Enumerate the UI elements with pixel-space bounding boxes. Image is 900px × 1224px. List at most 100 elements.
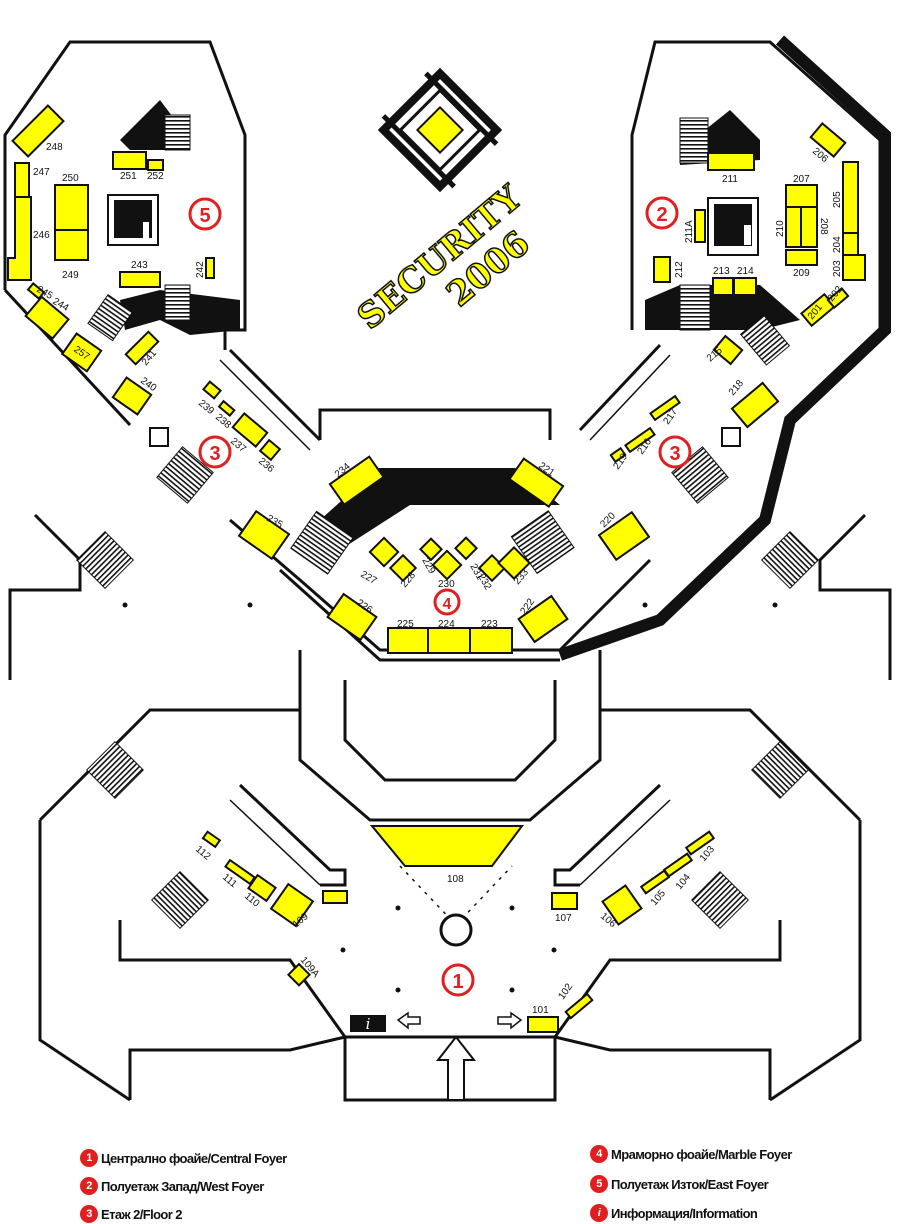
booth-227[interactable]: 227 <box>359 536 400 587</box>
legend-label: Етаж 2/Floor 2 <box>101 1206 182 1222</box>
booth-208[interactable]: 208 <box>800 206 829 248</box>
zone-marker-4: 4 <box>433 588 461 616</box>
svg-text:205: 205 <box>832 191 843 208</box>
booth-252[interactable]: 252 <box>147 159 164 182</box>
booth-251[interactable]: 251 <box>112 151 147 182</box>
svg-text:108: 108 <box>447 874 464 885</box>
booth-247[interactable]: 247 <box>14 162 50 198</box>
booth-104[interactable]: 104 <box>662 852 693 892</box>
booth-220[interactable]: 220 <box>597 510 651 562</box>
booth-245[interactable]: 245 <box>26 282 55 302</box>
svg-text:210: 210 <box>775 220 786 237</box>
booth-213[interactable]: 213 <box>712 266 734 296</box>
svg-text:102: 102 <box>556 981 575 1001</box>
booth-250[interactable]: 250 <box>54 173 89 231</box>
booth-223[interactable]: 223 <box>469 619 513 654</box>
zone-marker-2: 2 <box>645 196 679 230</box>
east-wing-walls <box>558 35 891 661</box>
legend-label: Информация/Information <box>611 1205 758 1221</box>
svg-text:211A: 211A <box>684 220 695 243</box>
booth-108[interactable]: 108 <box>369 825 524 885</box>
zone-1-icon: 1 <box>80 1149 98 1167</box>
zone-marker-5: 5 <box>188 197 222 231</box>
booth-244[interactable]: 244 <box>24 295 71 340</box>
booth-243[interactable]: 243 <box>119 260 161 288</box>
columns <box>122 602 778 993</box>
booth-107[interactable]: 107 <box>551 892 578 924</box>
booth-210[interactable]: 210 <box>775 206 802 248</box>
booth-238[interactable]: 238 <box>213 399 236 431</box>
booth-248[interactable]: 248 <box>11 104 65 158</box>
booth-222[interactable]: 222 <box>517 594 569 644</box>
booth-257[interactable]: 257 <box>60 332 103 373</box>
booth-228[interactable]: 228 <box>388 553 418 590</box>
svg-text:101: 101 <box>532 1005 549 1016</box>
booth-241[interactable]: 241 <box>124 330 160 368</box>
svg-text:3: 3 <box>669 443 680 465</box>
west-elevator <box>107 194 159 246</box>
booth-102[interactable]: 102 <box>556 981 594 1020</box>
zone-marker-3-east: 3 <box>658 435 692 469</box>
legend-label: Полуетаж Запад/West Foyer <box>101 1178 264 1194</box>
booth-235[interactable]: 235 <box>237 509 291 561</box>
booth-204[interactable]: 204 <box>832 232 859 256</box>
booth-212[interactable]: 212 <box>653 256 685 283</box>
logo-title: SECURITY 2006 <box>349 177 538 339</box>
arrow-left-icon <box>396 1011 421 1030</box>
booth-209[interactable]: 209 <box>785 249 818 279</box>
booth-215[interactable]: 215 <box>705 334 744 366</box>
svg-text:251: 251 <box>120 171 137 182</box>
booth-211a[interactable]: 211A <box>684 209 706 243</box>
svg-text:211: 211 <box>722 174 738 185</box>
booth-205[interactable]: 205 <box>832 161 859 235</box>
legend-label: Полуетаж Изток/East Foyer <box>611 1176 769 1192</box>
booth-236[interactable]: 236 <box>256 438 282 475</box>
svg-text:242: 242 <box>195 261 206 278</box>
booth-242[interactable]: 242 <box>195 257 215 279</box>
booth-225[interactable]: 225 <box>387 619 429 654</box>
svg-text:208: 208 <box>818 218 829 235</box>
booth-112[interactable]: 112 <box>193 830 222 863</box>
booth-217[interactable]: 217 <box>649 394 681 427</box>
booth-109[interactable]: 109 <box>269 882 315 930</box>
east-elevator <box>707 197 759 256</box>
booth-239[interactable]: 239 <box>196 380 222 418</box>
booth-230[interactable]: 230 <box>431 549 463 590</box>
booth-101[interactable]: 101 <box>527 1005 559 1033</box>
booth-246[interactable]: 246 <box>7 196 50 281</box>
booth-249[interactable]: 249 <box>54 229 89 281</box>
svg-text:246: 246 <box>33 230 50 241</box>
booth-240[interactable]: 240 <box>111 375 159 416</box>
legend-label: Централно фоайе/Central Foyer <box>101 1150 287 1166</box>
svg-text:107: 107 <box>555 913 572 924</box>
booth-226[interactable]: 226 <box>326 592 378 642</box>
booth-109a[interactable]: 109A <box>286 955 321 987</box>
booth-203[interactable]: 203 <box>832 254 866 281</box>
booth-218[interactable]: 218 <box>727 378 780 429</box>
logo-emblem <box>377 67 503 193</box>
booth-219[interactable]: 219 <box>609 446 630 472</box>
booth-unnumbered[interactable] <box>322 890 348 904</box>
booth-211[interactable]: 211 <box>707 152 755 185</box>
svg-text:227: 227 <box>359 569 379 587</box>
booth-106[interactable]: 106 <box>598 884 643 931</box>
booth-105[interactable]: 105 <box>639 869 671 908</box>
svg-text:212: 212 <box>674 261 685 278</box>
svg-text:105: 105 <box>649 888 668 908</box>
zone-2-icon: 2 <box>80 1177 98 1195</box>
booth-207[interactable]: 207 <box>785 174 818 208</box>
booth-214[interactable]: 214 <box>733 266 757 296</box>
booth-216[interactable]: 216 <box>624 426 656 457</box>
svg-text:218: 218 <box>727 378 746 398</box>
arrow-right-icon <box>497 1011 523 1030</box>
svg-text:4: 4 <box>443 596 452 613</box>
information-point[interactable]: i <box>350 1015 386 1033</box>
booth-206[interactable]: 206 <box>809 122 847 165</box>
booth-224[interactable]: 224 <box>427 619 471 654</box>
